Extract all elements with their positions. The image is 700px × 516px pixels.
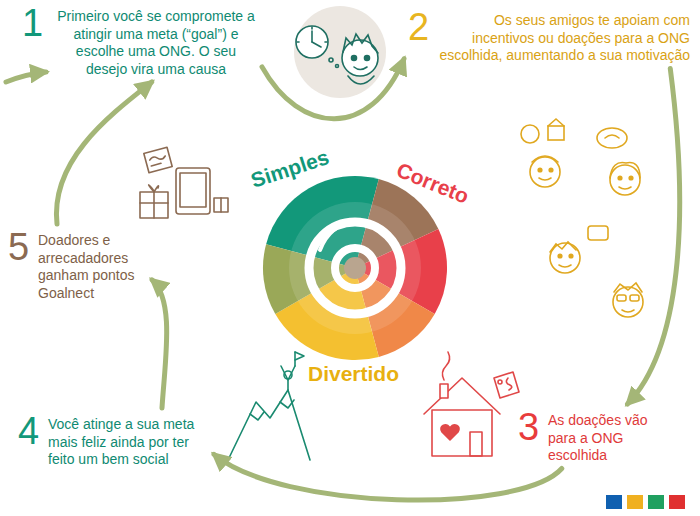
step-number: 3 [518, 408, 548, 446]
step-number: 5 [8, 228, 38, 266]
step-number: 4 [18, 412, 48, 450]
wheel-center [344, 257, 366, 279]
logo-square [648, 495, 664, 509]
cycle-arrow [152, 280, 167, 408]
step-text: Você atinge a sua meta mais feliz ainda … [48, 412, 210, 469]
wheel-ring [309, 222, 401, 314]
ngo-house-illustration [424, 352, 519, 456]
step-text: As doações vão para a ONG escolhida [548, 408, 664, 465]
wheel-inner-ring [335, 248, 375, 288]
step-text: Doadores e arrecadadores ganham pontos G… [38, 228, 148, 302]
logo-square [606, 495, 622, 509]
cycle-arrow [56, 82, 151, 224]
value-word: Divertido [308, 362, 399, 386]
step-text: Os seus amigos te apoiam com incentivos … [438, 8, 690, 65]
wheel-shade [289, 202, 421, 334]
center-wheel [263, 176, 447, 360]
cycle-arrow [628, 69, 680, 405]
step-node: 4Você atinge a sua meta mais feliz ainda… [18, 412, 210, 469]
step-number: 1 [22, 4, 54, 42]
cycle-arrow [214, 454, 562, 500]
entry-arrow [6, 72, 46, 82]
friends-illustration [521, 119, 643, 317]
step-node: 2Os seus amigos te apoiam com incentivos… [408, 8, 690, 65]
cycle-arrow [262, 59, 404, 119]
rewards-illustration [140, 147, 228, 218]
step-node: 1Primeiro você se compromete a atingir u… [22, 4, 258, 78]
logo-square [627, 495, 643, 509]
mountain-illustration [228, 352, 310, 460]
step-number: 2 [408, 8, 438, 46]
step-node: 5Doadores e arrecadadores ganham pontos … [8, 228, 148, 302]
logo-squares [606, 495, 685, 509]
step-node: 3As doações vão para a ONG escolhida [518, 408, 664, 465]
step-text: Primeiro você se compromete a atingir um… [54, 4, 258, 78]
logo-square [669, 495, 685, 509]
goal-face-illustration [294, 6, 386, 98]
